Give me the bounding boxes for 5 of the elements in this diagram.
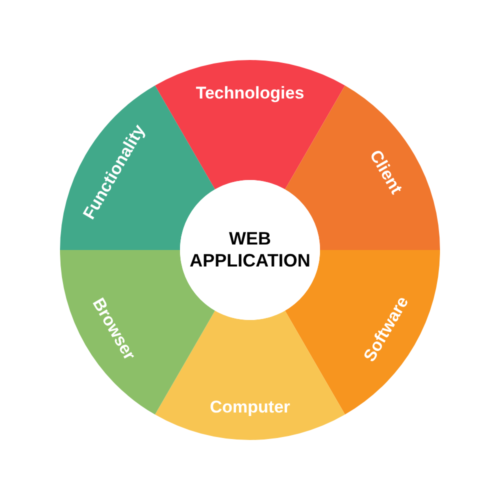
center-title: WEB APPLICATION — [188, 228, 312, 272]
segment-label: Technologies — [196, 84, 304, 102]
segment-label: Computer — [210, 398, 290, 416]
wheel-segment — [155, 310, 345, 440]
wheel-segment — [155, 60, 345, 190]
